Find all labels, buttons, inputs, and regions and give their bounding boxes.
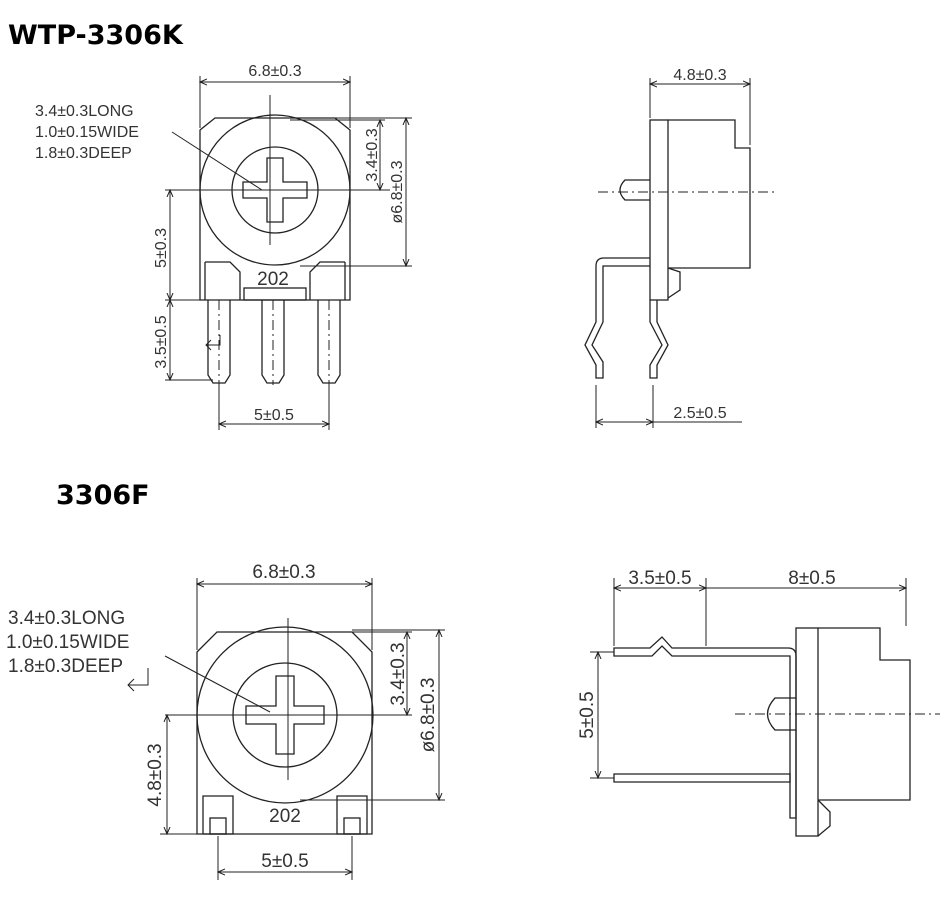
f-diameter-dim: ø6.8±0.3 bbox=[418, 678, 439, 753]
f-note-line-1: 3.4±0.3LONG bbox=[8, 608, 125, 629]
k-side-shaft bbox=[619, 179, 650, 201]
k-front-view: 6.8±0.3 3.4±0.3LONG 1.0±0.15WIDE 1.8±0.3… bbox=[35, 63, 412, 430]
f-length-dim: 8±0.5 bbox=[788, 568, 835, 589]
k-slot-dim: 3.4±0.3 bbox=[364, 128, 381, 181]
k-side-lead-1 bbox=[584, 257, 650, 379]
f-side-body bbox=[818, 627, 911, 801]
f-front-view: 6.8±0.3 3.4±0.3LONG 1.0±0.15WIDE 1.8±0.3… bbox=[6, 562, 445, 880]
k-note-line-2: 1.0±0.15WIDE bbox=[35, 124, 139, 141]
f-lead-bend-dim: 3.5±0.5 bbox=[628, 568, 691, 589]
k-note-line-3: 1.8±0.3DEEP bbox=[35, 145, 132, 162]
f-body-outline bbox=[196, 631, 373, 835]
f-pad-right bbox=[336, 795, 368, 835]
f-marking: 202 bbox=[269, 806, 301, 827]
f-side-lead-bottom bbox=[613, 773, 791, 783]
k-side-view: 4.8±0.3 2.5±0.5 bbox=[584, 67, 775, 428]
f-height-dim: 4.8±0.3 bbox=[145, 743, 166, 806]
f-side-pitch-dim: 5±0.5 bbox=[577, 691, 598, 738]
f-cross-slot bbox=[245, 675, 325, 755]
f-side-view: 3.5±0.5 8±0.5 5±0.5 bbox=[577, 568, 940, 837]
k-side-body bbox=[668, 119, 751, 269]
k-marking: 202 bbox=[257, 269, 289, 290]
k-pitch-dim: 5±0.5 bbox=[254, 407, 294, 424]
k-diameter-dim: ø6.8±0.3 bbox=[389, 160, 406, 223]
k-side-lead-2 bbox=[649, 300, 669, 379]
k-cross-slot bbox=[242, 157, 308, 223]
k-lead-offset-dim: 2.5±0.5 bbox=[673, 405, 726, 422]
part-title-wtp-3306k: WTP-3306K bbox=[8, 20, 183, 51]
f-side-lead-top bbox=[613, 636, 797, 819]
f-side-shaft bbox=[766, 697, 796, 731]
k-pin-length-dim: 3.5±0.5 bbox=[153, 315, 170, 368]
k-depth-dim: 4.8±0.3 bbox=[673, 67, 726, 84]
f-slot-dim: 3.4±0.3 bbox=[388, 642, 409, 705]
f-note-line-3: 1.8±0.3DEEP bbox=[8, 656, 123, 677]
k-height-dim: 5±0.3 bbox=[153, 228, 170, 268]
k-width-dim: 6.8±0.3 bbox=[248, 63, 301, 80]
f-note-line-2: 1.0±0.15WIDE bbox=[6, 632, 129, 653]
k-note-line-1: 3.4±0.3LONG bbox=[35, 103, 134, 120]
part-title-3306f: 3306F bbox=[56, 480, 150, 511]
f-width-dim: 6.8±0.3 bbox=[252, 562, 315, 583]
f-pad-left bbox=[202, 795, 234, 835]
f-pitch-dim: 5±0.5 bbox=[261, 851, 308, 872]
